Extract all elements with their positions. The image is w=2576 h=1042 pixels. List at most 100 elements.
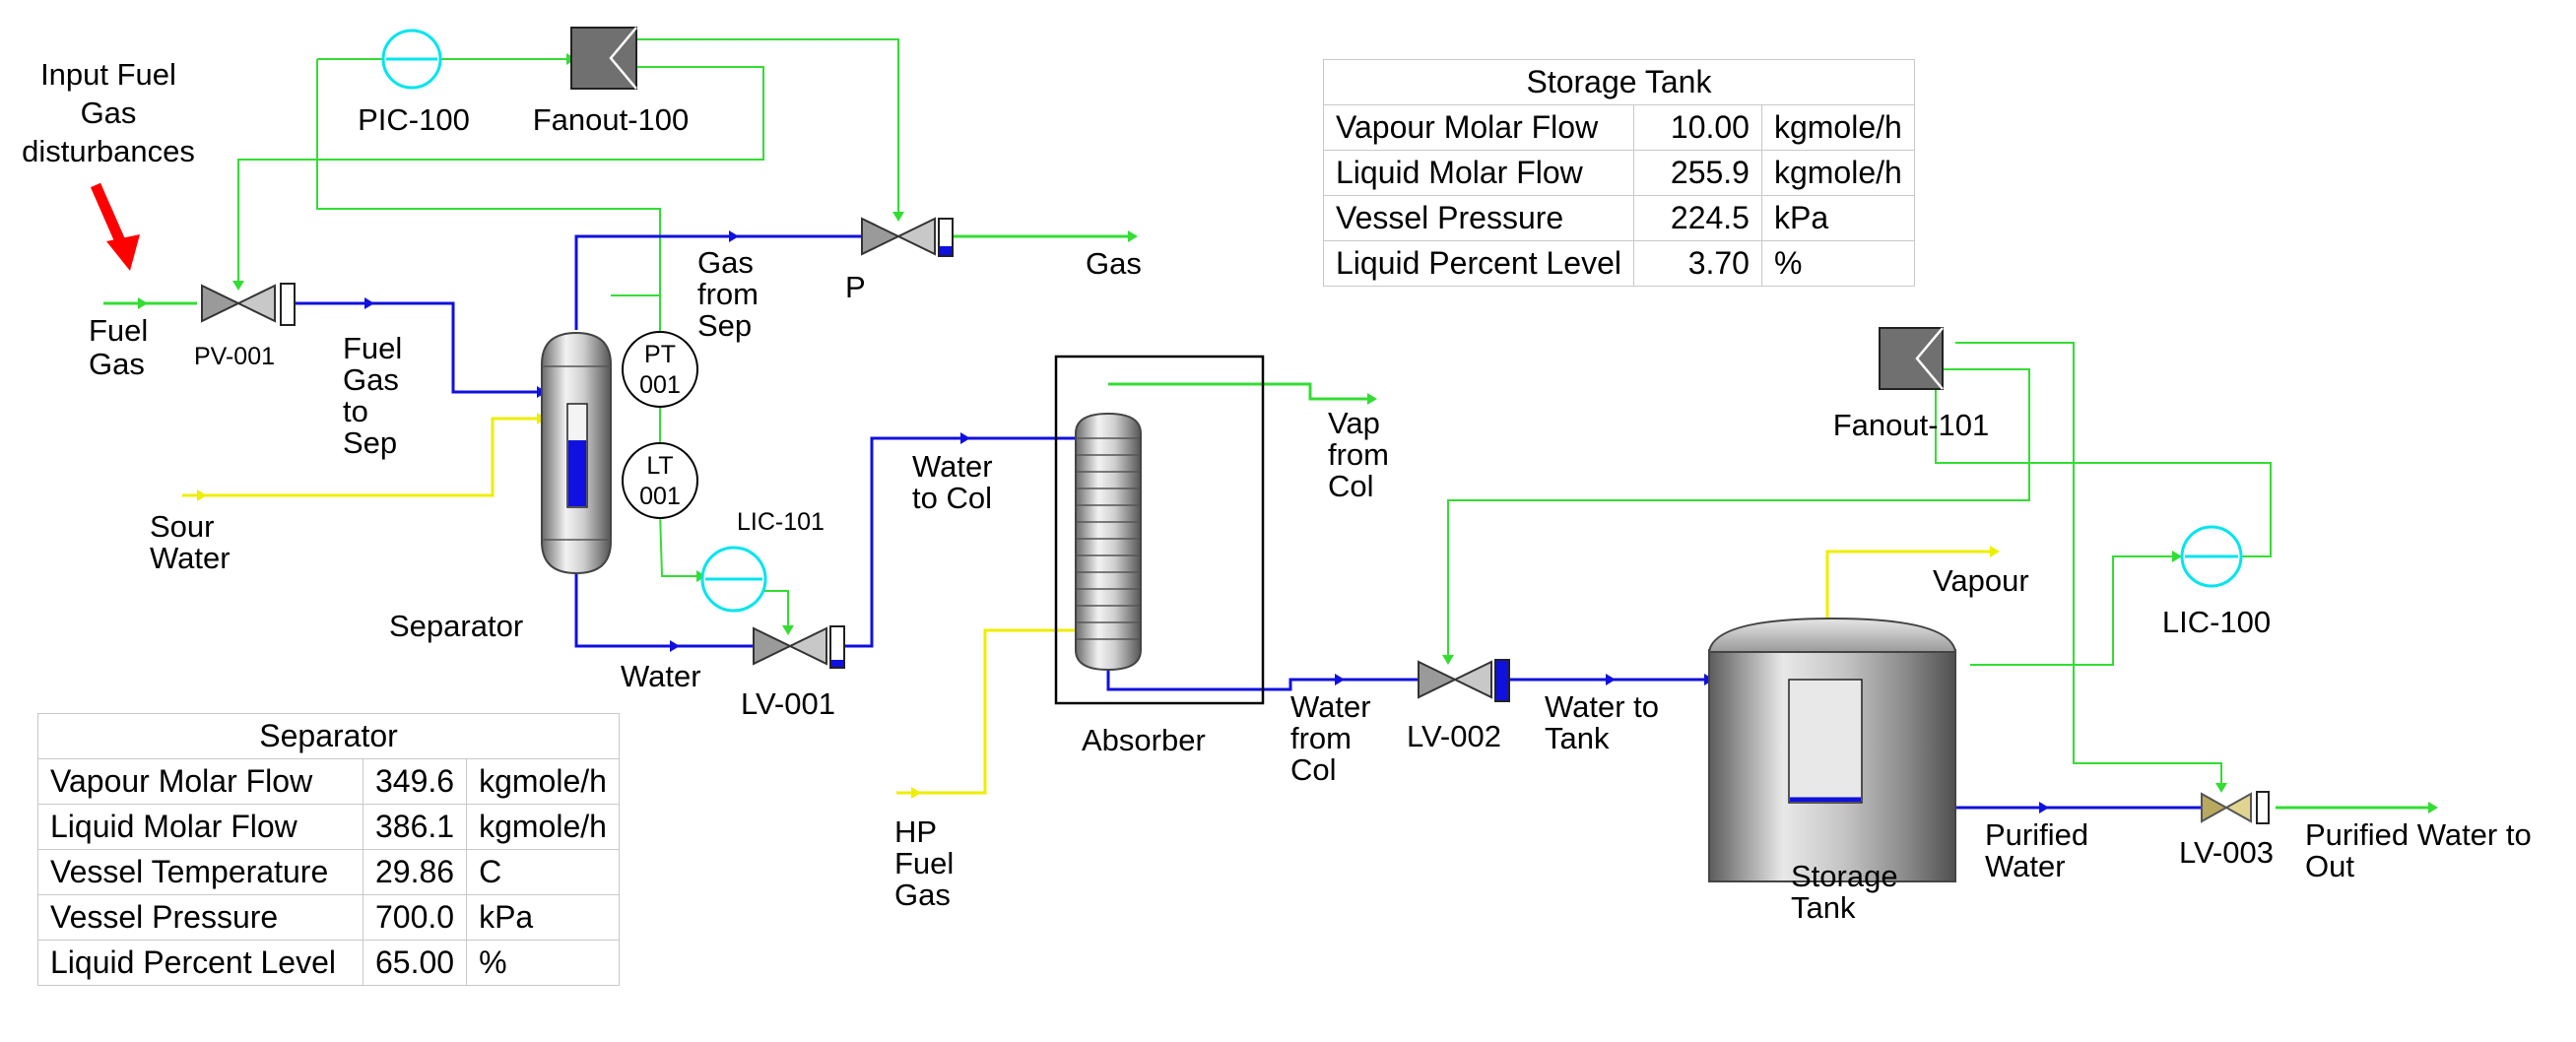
row-value: 255.9 (1632, 150, 1762, 196)
storage-tank-line2: Tank (1791, 890, 1856, 925)
hp-fuel-gas-line3: Gas (894, 878, 951, 912)
lt001-transmitter[interactable] (622, 442, 698, 519)
pt001-label-line2: 001 (639, 371, 681, 399)
separator-vessel (541, 331, 612, 575)
fanout101-to-lv002-signal (1447, 368, 2030, 660)
stream-arrows (138, 53, 2438, 814)
disturbance-label-line1: Input Fuel (40, 57, 176, 92)
signal-lines (237, 38, 2272, 788)
fanout101-block[interactable] (1879, 327, 1944, 390)
water-to-col-line2: to Col (912, 481, 992, 515)
vap-from-col-line3: Col (1328, 469, 1374, 503)
storage-tank-table-title: Storage Tank (1323, 59, 1915, 105)
table-row: Vapour Molar Flow 10.00 kgmole/h (1323, 104, 1915, 151)
row-unit: kgmole/h (466, 804, 621, 850)
water-from-col-line2: from (1290, 721, 1352, 755)
row-value: 224.5 (1632, 195, 1762, 241)
absorber-trays (1077, 437, 1140, 640)
pic100-controller[interactable] (381, 29, 442, 90)
water-from-col-stream (1106, 670, 1419, 691)
row-unit: % (466, 940, 621, 986)
row-name: Liquid Molar Flow (37, 804, 363, 850)
lv003-label: LV-003 (2179, 835, 2274, 870)
row-name: Vessel Pressure (37, 894, 363, 941)
pt001-transmitter[interactable] (622, 331, 698, 408)
fanout100-to-pv001-signal (237, 66, 764, 286)
water-label: Water (621, 659, 701, 693)
lic100-controller[interactable] (2180, 525, 2243, 588)
lv002-label: LV-002 (1407, 719, 1501, 753)
tank-to-lic100-signal (1970, 555, 2177, 666)
sour-water-line2: Water (150, 541, 231, 575)
lic101-label: LIC-101 (737, 508, 825, 536)
row-unit: kPa (466, 894, 621, 941)
fuel-gas-to-sep-stream (296, 301, 537, 394)
storage-tank-level-gauge (1788, 679, 1863, 804)
row-value: 386.1 (362, 804, 468, 850)
water-to-tank-line2: Tank (1545, 721, 1610, 755)
purified-water-out-line1: Purified Water to (2305, 817, 2532, 852)
separator-data-table: Separator Vapour Molar Flow 349.6 kgmole… (36, 713, 621, 986)
storage-tank-data-table: Storage Tank Vapour Molar Flow 10.00 kgm… (1323, 59, 1915, 287)
vap-from-col-line1: Vap (1328, 406, 1380, 440)
vapour-label: Vapour (1933, 563, 2029, 598)
gas-from-sep-line1: Gas (697, 245, 754, 280)
lt001-label-line2: 001 (639, 483, 681, 510)
row-unit: kgmole/h (1760, 104, 1915, 151)
disturbance-label-line3: disturbances (22, 134, 195, 168)
vapour-stream (1825, 550, 1995, 628)
storage-tank-level-fill (1790, 797, 1861, 802)
storage-tank-vessel (1707, 617, 1957, 882)
water-from-col-line3: Col (1290, 752, 1337, 787)
fanout100-block[interactable] (570, 27, 637, 90)
fuel-gas-label-line2: Gas (89, 347, 145, 381)
table-row: Liquid Percent Level 65.00 % (37, 940, 621, 986)
gas-from-sep-stream (574, 234, 862, 330)
purified-water-line1: Purified (1985, 817, 2088, 852)
fanout100-label: Fanout-100 (533, 102, 690, 137)
pt001-label-line1: PT (644, 341, 676, 368)
lic101-controller[interactable] (700, 546, 767, 613)
fuel-gas-to-sep-line3: to (343, 394, 368, 428)
pv001-valve[interactable] (201, 283, 296, 326)
row-name: Vessel Pressure (1323, 195, 1634, 241)
purified-water-line2: Water (1985, 849, 2066, 883)
valve-p-label: P (845, 270, 866, 304)
purified-water-out-line2: Out (2305, 849, 2354, 883)
row-unit: C (466, 849, 621, 895)
fanout101-label: Fanout-101 (1833, 408, 1990, 442)
row-value: 3.70 (1632, 240, 1762, 287)
fuel-gas-to-sep-line4: Sep (343, 425, 397, 460)
lv002-valve[interactable] (1418, 659, 1510, 702)
lt001-label-line1: LT (646, 452, 673, 480)
valve-p[interactable] (861, 217, 954, 257)
table-row: Liquid Molar Flow 386.1 kgmole/h (37, 804, 621, 850)
fanout100-to-valve-p-signal (616, 38, 899, 217)
table-row: Vessel Temperature 29.86 C (37, 849, 621, 895)
row-name: Liquid Percent Level (37, 940, 363, 986)
separator-level-fill (568, 440, 586, 506)
row-value: 700.0 (362, 894, 468, 941)
fuel-gas-label-line1: Fuel (89, 313, 148, 348)
row-value: 10.00 (1632, 104, 1762, 151)
row-name: Vessel Temperature (37, 849, 363, 895)
water-stream (574, 552, 754, 648)
table-row: Liquid Molar Flow 255.9 kgmole/h (1323, 150, 1915, 196)
lv003-valve[interactable] (2201, 791, 2270, 824)
absorber-label: Absorber (1082, 723, 1206, 757)
gas-from-sep-line3: Sep (697, 308, 752, 343)
fanout101-to-lv003-signal (1955, 342, 2222, 788)
vap-from-col-stream (1108, 382, 1371, 401)
lic100-label: LIC-100 (2162, 605, 2271, 639)
vap-from-col-line2: from (1328, 437, 1389, 472)
separator-table-title: Separator (36, 713, 621, 759)
hp-fuel-gas-stream (896, 628, 1076, 795)
water-to-col-stream (832, 436, 1076, 648)
water-from-col-line1: Water (1290, 689, 1371, 724)
row-name: Vapour Molar Flow (1323, 104, 1634, 151)
row-value: 29.86 (362, 849, 468, 895)
lv001-valve[interactable] (753, 625, 845, 669)
row-unit: kgmole/h (466, 758, 621, 805)
gas-from-sep-line2: from (697, 277, 759, 311)
